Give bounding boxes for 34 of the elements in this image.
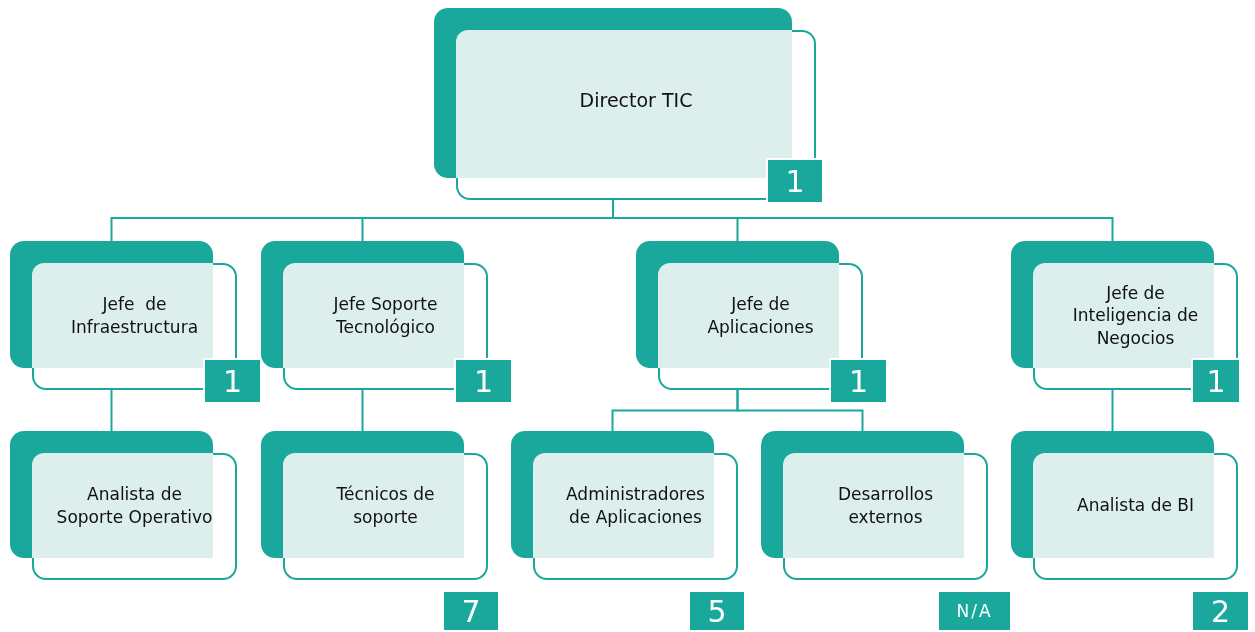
connector-line (1111, 389, 1114, 432)
org-card (261, 431, 488, 580)
connector-line (736, 389, 864, 432)
headcount-badge: 7 (442, 590, 500, 632)
org-card (10, 241, 262, 404)
headcount-badge: 2 (1191, 590, 1250, 632)
role-title: Jefe Soporte Tecnológico (331, 293, 439, 338)
role-title: Analista de BI (1077, 494, 1194, 517)
role-title: Jefe de Inteligencia de Negocios (1071, 282, 1200, 349)
role-title: Analista de Soporte Operativo (55, 483, 214, 528)
headcount-badge: 1 (203, 358, 262, 404)
role-title: Técnicos de soporte (335, 483, 436, 528)
headcount-badge: N/A (937, 590, 1012, 632)
org-card (261, 241, 513, 404)
headcount-badge: 1 (1191, 358, 1241, 404)
org-card (434, 8, 824, 204)
org-card (761, 431, 988, 580)
role-title: Jefe de Infraestructura (69, 293, 200, 338)
connector-line (612, 199, 1114, 242)
headcount-badge: 5 (688, 590, 746, 632)
org-card (636, 241, 888, 404)
role-title: Jefe de Aplicaciones (706, 293, 815, 338)
headcount-badge: 1 (454, 358, 513, 404)
org-card (1011, 431, 1238, 580)
org-card (511, 431, 738, 580)
headcount-badge: 1 (766, 158, 824, 204)
org-card (1011, 241, 1241, 404)
headcount-badge: 1 (829, 358, 888, 404)
role-title: Administradores de Aplicaciones (565, 483, 706, 528)
org-card (10, 431, 237, 580)
connector-line (110, 389, 113, 432)
role-title: Desarrollos externos (836, 483, 935, 528)
role-title: Director TIC (579, 87, 693, 113)
connector-line (361, 389, 364, 432)
